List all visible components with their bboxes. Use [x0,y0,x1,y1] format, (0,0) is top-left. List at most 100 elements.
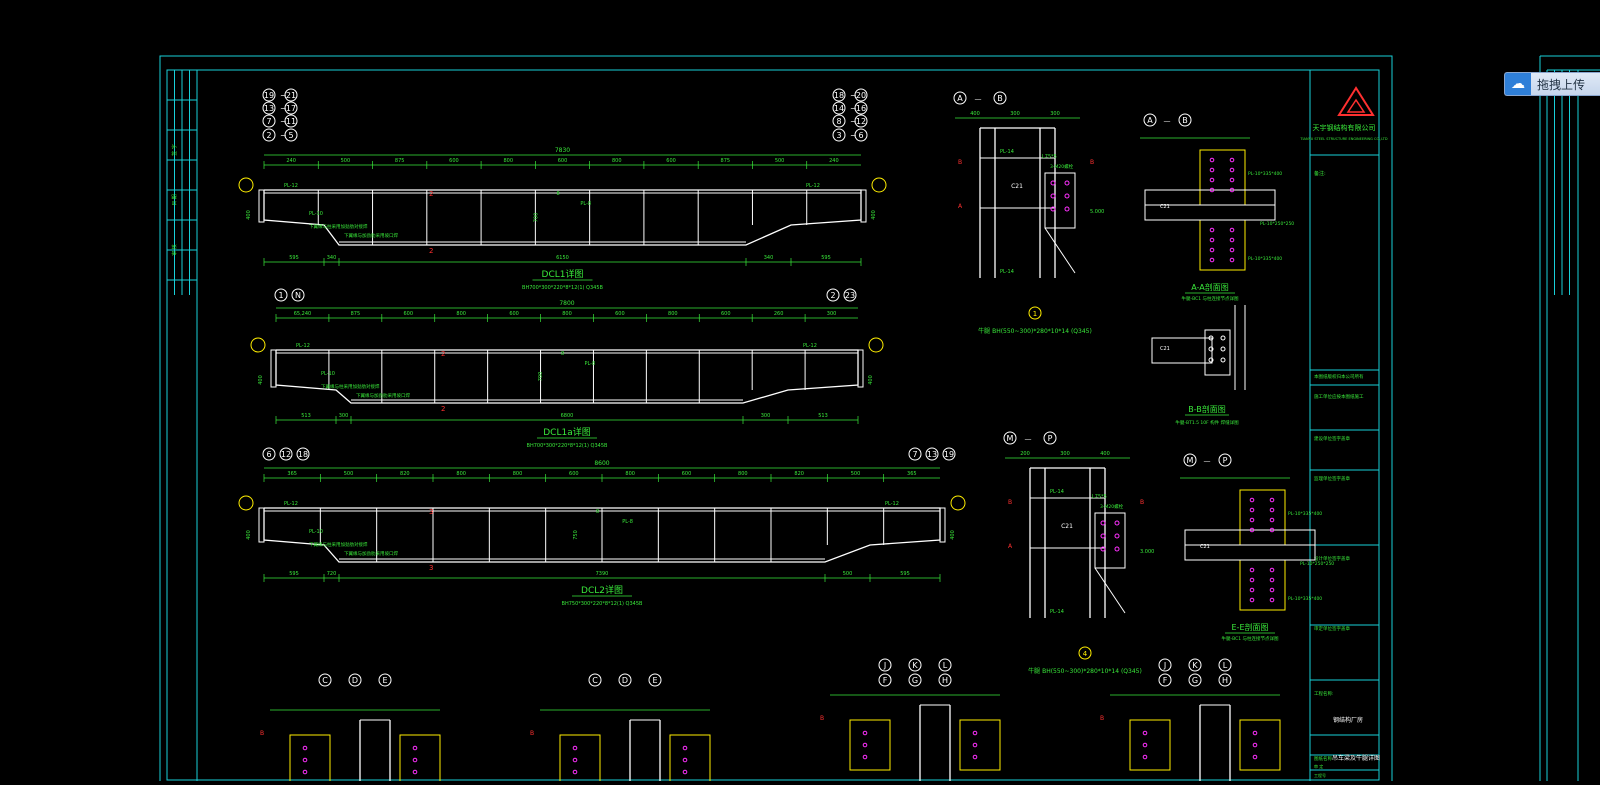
end-plate-right [939,507,946,543]
axis-label: 1 [278,291,283,300]
node-marker [868,337,884,353]
axis-label: K [1192,661,1198,670]
plate [559,734,601,785]
axis-bubble [843,288,857,302]
note: 下翼缘与加劲肋采用坡口焊 [344,232,398,239]
bolt [1064,206,1070,212]
end-height: 400 [246,210,252,220]
bolt [1220,357,1226,363]
strip-text: 日 期 [172,194,178,206]
dimension-value: 800 [668,311,678,317]
dimension-value: 600 [666,158,676,164]
dimension-value: 500 [341,158,351,164]
end-plate-left [270,349,277,388]
bolt [862,730,868,736]
dimension-value: 240 [829,158,839,164]
section-cut-mark: 2 [429,247,433,255]
dimension-value: 820 [794,471,804,477]
dimension-mid: 6150 [556,255,569,261]
bolt [1209,227,1215,233]
axis-bubble [908,658,922,672]
end-height: 400 [871,210,877,220]
cloud-upload-icon: ☁ [1505,73,1531,95]
section-cut: B [1090,159,1094,166]
dimension-value: 300 [827,311,837,317]
dimension-value: 65,240 [294,311,312,317]
axis-label: 14 [834,104,844,113]
dimension-value: 400 [970,111,980,117]
drag-upload-button[interactable]: ☁ 拖拽上传 [1504,72,1600,96]
plate-label: PL-10*335*400 [1248,256,1282,262]
dimension-value: 600 [403,311,413,317]
weld-mark: 8 [557,191,560,197]
end-plate-right [857,349,864,388]
title-block-text: 审定单位签字盖章 [1314,625,1350,632]
beam-height: 700 [538,372,544,382]
axis-sep: ~ [850,131,857,140]
beam-title: DCL2详图 [581,584,623,596]
axis-sep: ~ [850,117,857,126]
section-cut: A [958,203,963,210]
section-title: B-B剖面图 [1188,404,1226,414]
note: PL-10 [321,371,335,377]
plate-label: PL-10*335*400 [1288,511,1322,517]
end-plate-left [258,507,265,543]
axis-sep: ~ [280,131,287,140]
section-cut: B [260,730,264,737]
node-caption: 牛腿 BH(550~300)*280*10*14 (Q345) [978,327,1092,335]
axis-label: 18 [834,91,844,100]
plate-label: PL-10*250*250 [1260,221,1294,227]
note: 下翼缘与加劲肋采用坡口焊 [344,550,398,557]
node-marker [250,337,266,353]
plate [849,719,891,771]
plate [1239,719,1281,771]
column-label: C21 [1160,204,1170,210]
axis-label: B [1182,116,1188,125]
bolt [1269,527,1275,533]
company-logo [1337,86,1375,116]
axis-label: 11 [286,117,296,126]
dimension-value: 365 [907,471,917,477]
axis-bubble [1183,453,1197,467]
axis-bubble [832,88,846,102]
axis-label: E [382,676,387,685]
weld-label: L75*5 [1092,494,1107,500]
plate [399,734,441,785]
axis-bubble [284,88,298,102]
axis-label: M [1007,434,1014,443]
plate-label: PL-10*335*400 [1248,171,1282,177]
bolt [1249,597,1255,603]
axis-label: J [1163,661,1166,670]
dimension-value: 600 [615,311,625,317]
dimension-value: 800 [562,311,572,317]
sheet-frame: 签 字日 期审 核 [159,55,1393,785]
dimension-value: 600 [558,158,568,164]
axis-bubble [1158,658,1172,672]
inner-border [166,69,1380,781]
dimension-value: 500 [344,471,354,477]
plate [289,734,331,785]
axis-label: 12 [281,450,291,459]
title-block-text: 施工单位应按本图纸施工 [1314,393,1364,400]
dimension-value: 600 [509,311,519,317]
dimension-value: 820 [400,471,410,477]
axis-bubble [908,447,922,461]
bolt [1229,227,1235,233]
corbel-bottom [1094,567,1126,614]
axis-label: 13 [264,104,274,113]
axis-label: L [1223,661,1228,670]
bolt [1100,533,1106,539]
remarks-label: 备注: [1314,170,1326,177]
axis-label: N [295,291,301,300]
bolt [302,769,308,775]
bolt [1114,546,1120,552]
node-number-bubble [1078,646,1092,660]
bolt [1229,157,1235,163]
bolt [972,730,978,736]
axis-bubble [832,101,846,115]
bolt [1269,567,1275,573]
